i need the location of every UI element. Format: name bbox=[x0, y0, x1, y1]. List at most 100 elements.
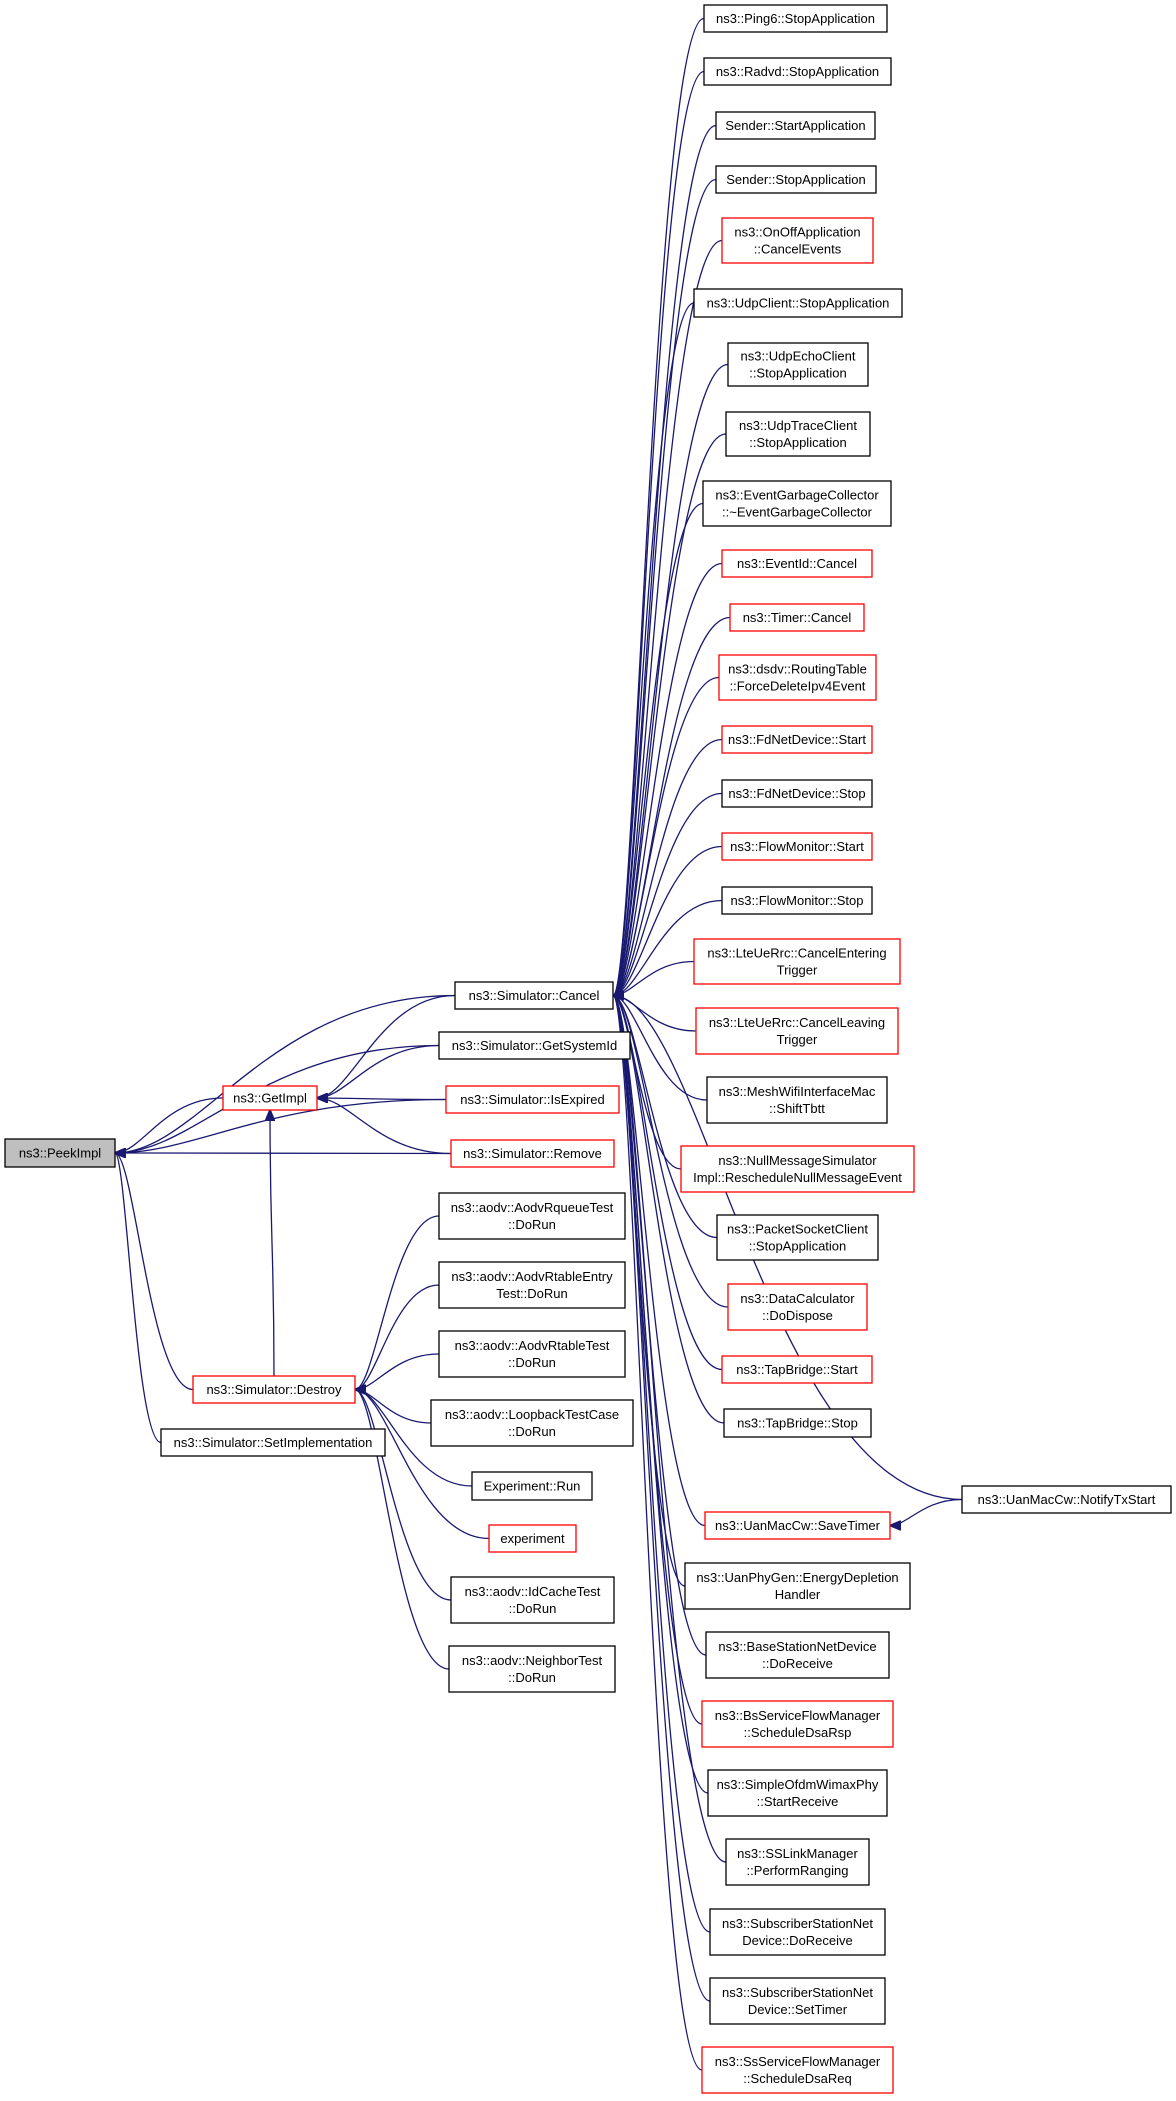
node-label-getimpl-0: ns3::GetImpl bbox=[233, 1091, 307, 1106]
node-box-sim-setimpl bbox=[160, 1428, 386, 1457]
node-label-sim-setimpl-0: ns3::Simulator::SetImplementation bbox=[174, 1435, 373, 1450]
node-eventid-cancel[interactable]: ns3::EventId::Cancel bbox=[721, 549, 873, 578]
edge-sim-remove-to-peekimpl bbox=[115, 1153, 452, 1154]
edge-eventid-cancel-to-sim-cancel bbox=[613, 562, 723, 996]
node-tap-start[interactable]: ns3::TapBridge::Start bbox=[721, 1355, 873, 1384]
node-box-sim-cancel bbox=[454, 981, 614, 1010]
node-label-datacalc-1: ::DoDispose bbox=[762, 1308, 833, 1323]
node-sim-getsystemid[interactable]: ns3::Simulator::GetSystemId bbox=[438, 1031, 631, 1060]
edge-uan-notify-to-uan-savetimer bbox=[890, 1498, 963, 1526]
node-timer-cancel[interactable]: ns3::Timer::Cancel bbox=[729, 603, 865, 632]
node-label-lte-entering-1: Trigger bbox=[777, 963, 818, 978]
node-label-nullmsg-0: ns3::NullMessageSimulator bbox=[718, 1153, 877, 1168]
node-aodv-idcache[interactable]: ns3::aodv::IdCacheTest::DoRun bbox=[450, 1576, 615, 1624]
node-ss-flow[interactable]: ns3::SsServiceFlowManager::ScheduleDsaRe… bbox=[701, 2046, 894, 2094]
node-packetsocket-stop[interactable]: ns3::PacketSocketClient::StopApplication bbox=[716, 1214, 879, 1261]
node-nullmsg[interactable]: ns3::NullMessageSimulatorImpl::Reschedul… bbox=[680, 1145, 915, 1193]
node-label-aodv-idcache-0: ns3::aodv::IdCacheTest bbox=[465, 1584, 601, 1599]
node-label-onoff-cancel-0: ns3::OnOffApplication bbox=[734, 225, 860, 240]
node-ping6-stop[interactable]: ns3::Ping6::StopApplication bbox=[703, 4, 888, 33]
node-box-uanphy bbox=[684, 1562, 911, 1610]
node-sim-remove[interactable]: ns3::Simulator::Remove bbox=[450, 1139, 615, 1168]
edge-sim-destroy-to-getimpl bbox=[270, 1110, 274, 1377]
node-flow-stop[interactable]: ns3::FlowMonitor::Stop bbox=[721, 886, 873, 915]
node-label-tap-stop-0: ns3::TapBridge::Stop bbox=[737, 1416, 858, 1431]
node-label-peekimpl-0: ns3::PeekImpl bbox=[19, 1146, 101, 1161]
node-peekimpl[interactable]: ns3::PeekImpl bbox=[4, 1138, 116, 1168]
node-label-aodv-rqueue-0: ns3::aodv::AodvRqueueTest bbox=[451, 1200, 614, 1215]
edge-udptrace-stop-to-sim-cancel bbox=[613, 433, 727, 996]
node-bs-receive[interactable]: ns3::BaseStationNetDevice::DoReceive bbox=[705, 1631, 890, 1679]
edge-ping6-stop-to-sim-cancel bbox=[613, 17, 705, 996]
node-onoff-cancel[interactable]: ns3::OnOffApplication::CancelEvents bbox=[721, 217, 874, 264]
node-exp-run[interactable]: Experiment::Run bbox=[471, 1471, 593, 1501]
node-uan-notify[interactable]: ns3::UanMacCw::NotifyTxStart bbox=[961, 1485, 1172, 1514]
node-label-flow-stop-0: ns3::FlowMonitor::Stop bbox=[731, 893, 864, 908]
node-flow-start[interactable]: ns3::FlowMonitor::Start bbox=[721, 832, 873, 861]
node-mesh-shift[interactable]: ns3::MeshWifiInterfaceMac::ShiftTbtt bbox=[706, 1076, 888, 1124]
node-box-sslink bbox=[725, 1838, 870, 1886]
node-dsdv-force[interactable]: ns3::dsdv::RoutingTable::ForceDeleteIpv4… bbox=[718, 654, 877, 701]
node-experiment[interactable]: experiment bbox=[488, 1524, 577, 1553]
node-fd-start[interactable]: ns3::FdNetDevice::Start bbox=[721, 725, 873, 754]
node-box-aodv-rtentry bbox=[438, 1261, 626, 1309]
node-label-ss-flow-0: ns3::SsServiceFlowManager bbox=[715, 2054, 881, 2069]
node-label-aodv-loopback-0: ns3::aodv::LoopbackTestCase bbox=[445, 1407, 619, 1422]
node-ss-settimer[interactable]: ns3::SubscriberStationNetDevice::SetTime… bbox=[709, 1977, 886, 2025]
node-udpecho-stop[interactable]: ns3::UdpEchoClient::StopApplication bbox=[727, 342, 869, 387]
edge-datacalc-to-sim-cancel bbox=[613, 996, 729, 1308]
node-aodv-rtable[interactable]: ns3::aodv::AodvRtableTest::DoRun bbox=[438, 1330, 626, 1378]
node-box-packetsocket-stop bbox=[716, 1214, 879, 1261]
node-box-udpclient-stop bbox=[693, 288, 903, 318]
node-bs-flow[interactable]: ns3::BsServiceFlowManager::ScheduleDsaRs… bbox=[701, 1700, 894, 1748]
node-box-ss-receive bbox=[709, 1908, 886, 1956]
node-fd-stop[interactable]: ns3::FdNetDevice::Stop bbox=[721, 779, 873, 808]
node-box-fd-start bbox=[721, 725, 873, 754]
node-uan-savetimer[interactable]: ns3::UanMacCw::SaveTimer bbox=[704, 1511, 891, 1540]
node-udptrace-stop[interactable]: ns3::UdpTraceClient::StopApplication bbox=[725, 411, 871, 457]
node-aodv-neighbor[interactable]: ns3::aodv::NeighborTest::DoRun bbox=[448, 1645, 616, 1693]
edge-fd-start-to-sim-cancel bbox=[613, 738, 723, 996]
node-sim-cancel[interactable]: ns3::Simulator::Cancel bbox=[454, 981, 614, 1010]
node-egc-dtor[interactable]: ns3::EventGarbageCollector::~EventGarbag… bbox=[702, 480, 892, 527]
node-aodv-rqueue[interactable]: ns3::aodv::AodvRqueueTest::DoRun bbox=[438, 1192, 626, 1240]
node-sender-start[interactable]: Sender::StartApplication bbox=[715, 111, 876, 140]
node-box-bs-receive bbox=[705, 1631, 890, 1679]
edge-nullmsg-to-sim-cancel bbox=[613, 996, 682, 1170]
node-getimpl[interactable]: ns3::GetImpl bbox=[222, 1085, 318, 1111]
node-ofdm[interactable]: ns3::SimpleOfdmWimaxPhy::StartReceive bbox=[707, 1769, 888, 1817]
node-tap-stop[interactable]: ns3::TapBridge::Stop bbox=[723, 1408, 872, 1438]
node-box-lte-entering bbox=[693, 938, 901, 985]
edge-sim-cancel-to-getimpl bbox=[317, 994, 456, 1099]
node-sim-setimpl[interactable]: ns3::Simulator::SetImplementation bbox=[160, 1428, 386, 1457]
node-box-sim-destroy bbox=[192, 1375, 356, 1404]
node-aodv-loopback[interactable]: ns3::aodv::LoopbackTestCase::DoRun bbox=[430, 1399, 634, 1447]
edge-ofdm-to-sim-cancel bbox=[613, 996, 709, 1794]
node-udpclient-stop[interactable]: ns3::UdpClient::StopApplication bbox=[693, 288, 903, 318]
edge-dsdv-force-to-sim-cancel bbox=[613, 676, 720, 996]
node-datacalc[interactable]: ns3::DataCalculator::DoDispose bbox=[727, 1283, 868, 1331]
node-box-sender-start bbox=[715, 111, 876, 140]
node-radvd-stop[interactable]: ns3::Radvd::StopApplication bbox=[703, 57, 892, 86]
node-box-sender-stop bbox=[715, 165, 877, 194]
edge-sim-getsystemid-to-getimpl bbox=[317, 1044, 440, 1099]
node-ss-receive[interactable]: ns3::SubscriberStationNetDevice::DoRecei… bbox=[709, 1908, 886, 1956]
node-sslink[interactable]: ns3::SSLinkManager::PerformRanging bbox=[725, 1838, 870, 1886]
node-box-radvd-stop bbox=[703, 57, 892, 86]
node-label-sim-destroy-0: ns3::Simulator::Destroy bbox=[206, 1382, 342, 1397]
node-sim-destroy[interactable]: ns3::Simulator::Destroy bbox=[192, 1375, 356, 1404]
node-label-aodv-rtable-0: ns3::aodv::AodvRtableTest bbox=[455, 1338, 610, 1353]
node-label-mesh-shift-0: ns3::MeshWifiInterfaceMac bbox=[719, 1084, 876, 1099]
node-label-sender-start-0: Sender::StartApplication bbox=[725, 118, 865, 133]
node-sim-isexpired[interactable]: ns3::Simulator::IsExpired bbox=[445, 1085, 620, 1114]
node-sender-stop[interactable]: Sender::StopApplication bbox=[715, 165, 877, 194]
node-label-lte-entering-0: ns3::LteUeRrc::CancelEntering bbox=[707, 946, 886, 961]
node-label-egc-dtor-1: ::~EventGarbageCollector bbox=[722, 505, 873, 520]
node-label-bs-flow-1: ::ScheduleDsaRsp bbox=[744, 1725, 852, 1740]
node-label-eventid-cancel-0: ns3::EventId::Cancel bbox=[737, 556, 857, 571]
node-label-sim-isexpired-0: ns3::Simulator::IsExpired bbox=[460, 1092, 605, 1107]
